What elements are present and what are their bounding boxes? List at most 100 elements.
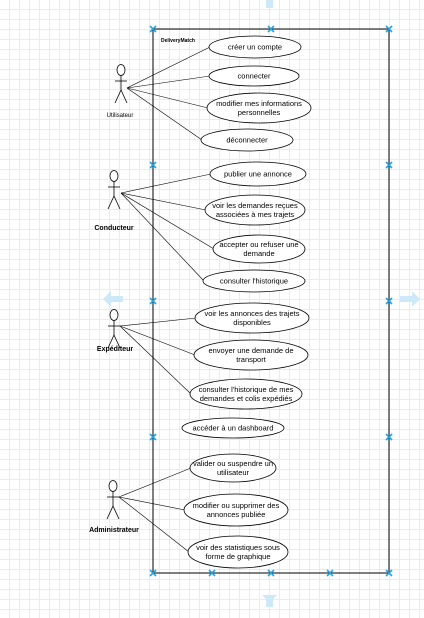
use-case-label: transport [236,355,267,364]
use-case-label: consulter l'historique [220,277,288,286]
use-case-ellipse[interactable] [187,535,289,569]
actor-left-leg [114,89,122,104]
use-case-label: déconnecter [226,136,268,145]
resize-handle[interactable] [149,297,157,305]
use-case-label: utilisateur [217,468,250,477]
use-case-ellipse[interactable] [206,92,312,124]
association-line[interactable] [118,467,192,498]
association-line[interactable] [119,317,197,327]
use-case-ellipse[interactable] [200,128,294,152]
use-case-ellipse[interactable] [183,493,289,527]
actor-label: Utilisateur [107,113,134,119]
use-case[interactable]: consulter l'historique [202,269,306,293]
association-lines [118,46,215,553]
actor-label: Expéditeur [97,346,133,353]
use-case-label: demandes et colis expédiés [200,394,293,403]
actor-head [116,64,126,76]
association-line[interactable] [120,192,215,250]
use-case[interactable]: déconnecter [200,128,294,152]
use-case-label: créer un compte [228,43,282,52]
actor-label: Conducteur [94,225,134,232]
resize-handle[interactable] [326,569,334,577]
use-case-label: accepter ou refuser une [219,240,298,249]
use-case-label: voir les demandes reçues [212,201,298,210]
use-case-label: demande [243,249,274,258]
resize-handle[interactable] [385,161,393,169]
association-line[interactable] [120,192,207,211]
actor-left-leg [107,334,115,349]
actor-utilisateur[interactable]: Utilisateur [107,64,134,120]
use-case-label: associées à mes trajets [216,210,295,219]
use-case-label: valider ou suspendre un [193,459,273,468]
use-case-ellipse[interactable] [181,417,285,439]
use-case-ellipse[interactable] [208,65,300,87]
use-case-ellipse[interactable] [202,269,306,293]
selection-handles [149,25,393,577]
actors: UtilisateurConducteurExpéditeurAdministr… [89,64,139,535]
association-line[interactable] [126,75,211,89]
use-case[interactable]: connecter [208,65,300,87]
actor-conducteur[interactable]: Conducteur [94,170,134,233]
actor-expediteur[interactable]: Expéditeur [97,309,133,354]
use-case[interactable]: créer un compte [208,35,302,59]
resize-handle[interactable] [208,569,216,577]
resize-handle[interactable] [149,569,157,577]
use-case-ellipse[interactable] [194,302,310,334]
association-line[interactable] [126,87,203,141]
use-case-ellipse[interactable] [209,161,307,187]
association-line[interactable] [119,325,196,356]
use-case-ellipse[interactable] [204,194,306,226]
system-title: DeliveryMatch [161,38,195,44]
association-line[interactable] [126,46,211,89]
use-case-ellipse[interactable] [193,339,309,371]
use-case-label: personnelles [238,108,281,117]
resize-handle[interactable] [149,433,157,441]
resize-handle[interactable] [385,297,393,305]
use-case[interactable]: publier une annonce [209,161,307,187]
use-case-label: disponibles [233,318,271,327]
use-case[interactable]: accéder à un dashboard [181,417,285,439]
use-case-label: publier une annonce [224,170,292,179]
actor-label: Administrateur [89,527,139,534]
association-line[interactable] [126,87,209,109]
actor-left-leg [106,505,114,520]
actor-head [109,170,119,182]
use-case-ellipse[interactable] [208,35,302,59]
actor-right-leg [112,505,120,520]
actor-right-leg [120,89,128,104]
association-line[interactable] [118,496,186,511]
resize-handle[interactable] [267,569,275,577]
use-case-label: voir les annonces des trajets [204,309,299,318]
use-cases: créer un compte connecter modifier mes inf… [181,35,312,569]
association-line[interactable] [120,192,205,282]
actor-administrateur[interactable]: Administrateur [89,480,139,535]
resize-handle[interactable] [149,161,157,169]
resize-handle[interactable] [149,25,157,33]
use-case-ellipse[interactable] [189,378,303,410]
use-case-ellipse[interactable] [189,453,277,483]
resize-handle[interactable] [385,433,393,441]
connection-guide-arrows [103,0,420,607]
resize-handle[interactable] [385,569,393,577]
actor-right-leg [113,195,121,210]
resize-handle[interactable] [267,25,275,33]
use-case-label: annonces publiée [207,510,266,519]
use-case-ellipse[interactable] [212,234,306,264]
association-line[interactable] [119,325,192,395]
use-case-label: envoyer une demande de [208,346,293,355]
association-line[interactable] [120,173,212,194]
use-case-label: modifier ou supprimer des [193,501,280,510]
resize-handle[interactable] [385,25,393,33]
actor-head [109,309,119,321]
association-line[interactable] [118,496,190,553]
